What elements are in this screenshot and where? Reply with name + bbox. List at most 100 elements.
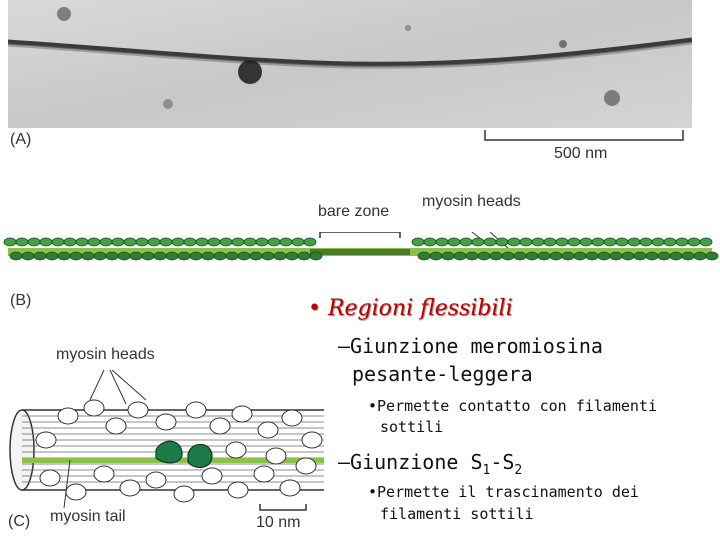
myosin-head (513, 251, 527, 261)
myosin-head (585, 251, 599, 261)
myosin-head (183, 237, 197, 247)
myosin-head (35, 431, 57, 449)
myosin-head (705, 251, 719, 261)
myosin-head (273, 251, 287, 261)
myosin-head (75, 237, 89, 247)
heads-leader-c (89, 370, 147, 405)
myosin-head (603, 237, 617, 247)
sub-bullet-2-sub1: 1 (482, 463, 491, 478)
myosin-head (507, 237, 521, 247)
myosin-head (295, 457, 317, 475)
myosin-heads-label-c: myosin heads (56, 346, 155, 363)
myosin-head (279, 237, 293, 247)
myosin-head (483, 237, 497, 247)
myosin-head (3, 237, 17, 247)
myosin-head (261, 251, 275, 261)
myosin-head (87, 237, 101, 247)
myosin-head (171, 237, 185, 247)
myosin-head (177, 251, 191, 261)
scale-bar-c (259, 504, 307, 511)
scale-label-a: 500 nm (554, 145, 608, 162)
myosin-head (231, 405, 253, 423)
myosin-head (573, 251, 587, 261)
myosin-head (615, 237, 629, 247)
myosin-head (57, 251, 71, 261)
myosin-head (65, 483, 87, 501)
myosin-head (561, 251, 575, 261)
myosin-head (301, 431, 323, 449)
myosin-head (633, 251, 647, 261)
myosin-head (105, 251, 119, 261)
myosin-head (639, 237, 653, 247)
myosin-head (477, 251, 491, 261)
myosin-head (489, 251, 503, 261)
myosin-head (447, 237, 461, 247)
myosin-heads-row (3, 237, 719, 261)
myosin-head (291, 237, 305, 247)
myosin-head (155, 413, 177, 431)
myosin-head (681, 251, 695, 261)
myosin-head (579, 237, 593, 247)
myosin-head (279, 479, 301, 497)
myosin-head (621, 251, 635, 261)
green-head-2 (187, 443, 213, 468)
myosin-head (411, 237, 425, 247)
myosin-head (213, 251, 227, 261)
myosin-head (63, 237, 77, 247)
thick-filament-image (8, 37, 692, 67)
myosin-head (141, 251, 155, 261)
panel-b-label: (B) (10, 292, 32, 309)
myosin-head (417, 251, 431, 261)
myosin-head (153, 251, 167, 261)
myosin-heads-label-b: myosin heads (422, 193, 521, 210)
myosin-heads-c (35, 399, 323, 503)
myosin-head (495, 237, 509, 247)
myosin-head (93, 465, 115, 483)
myosin-tail-label: myosin tail (50, 508, 126, 525)
myosin-head (471, 237, 485, 247)
myosin-head (453, 251, 467, 261)
filament-cross-section-diagram (9, 370, 324, 511)
myosin-head (219, 237, 233, 247)
myosin-head (657, 251, 671, 261)
myosin-head (39, 469, 61, 487)
myosin-head (555, 237, 569, 247)
myosin-head (225, 251, 239, 261)
myosin-head (429, 251, 443, 261)
electron-micrograph (8, 0, 692, 128)
myosin-head (531, 237, 545, 247)
myosin-head (81, 251, 95, 261)
myosin-head (201, 467, 223, 485)
myosin-head (435, 237, 449, 247)
myosin-head (459, 237, 473, 247)
myosin-head (201, 251, 215, 261)
thick-filament-diagram (3, 232, 719, 261)
myosin-head (441, 251, 455, 261)
myosin-head (189, 251, 203, 261)
myosin-head (253, 465, 275, 483)
sub-bullet-1-line2: pesante-leggera (352, 362, 533, 386)
myosin-head (303, 237, 317, 247)
myosin-head (111, 237, 125, 247)
myosin-head (27, 237, 41, 247)
myosin-head (669, 251, 683, 261)
myosin-head (255, 237, 269, 247)
myosin-head (243, 237, 257, 247)
sub-sub-bullet-1-line2: sottili (380, 418, 444, 436)
myosin-head (525, 251, 539, 261)
myosin-head (225, 441, 247, 459)
myosin-head (147, 237, 161, 247)
tail-leader (63, 459, 71, 509)
myosin-head (105, 417, 127, 435)
myosin-head (45, 251, 59, 261)
sub-bullet-2-sub2: 2 (514, 463, 523, 478)
myosin-head (465, 251, 479, 261)
myosin-head (693, 251, 707, 261)
myosin-head (267, 237, 281, 247)
myosin-head (165, 251, 179, 261)
scale-label-c: 10 nm (256, 514, 301, 531)
myosin-head (21, 251, 35, 261)
myosin-head (297, 251, 311, 261)
myosin-head (699, 237, 713, 247)
green-head-1 (155, 440, 183, 464)
